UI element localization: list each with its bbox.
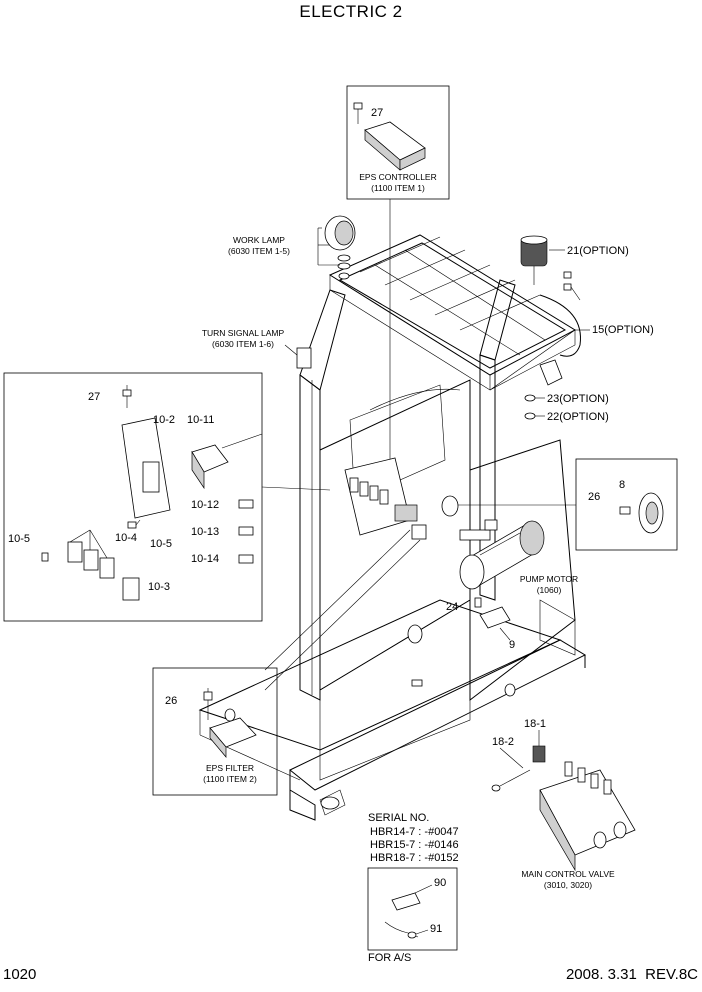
- callout-10-13: 10-13: [191, 526, 219, 538]
- fuse-10-13: [238, 526, 254, 536]
- main-control-valve: [539, 769, 636, 856]
- eps-filter-ref: (1100 ITEM 2): [203, 774, 257, 784]
- date-revision: 2008. 3.31 REV.8C: [565, 966, 698, 983]
- page-number: 1020: [3, 966, 37, 983]
- pump-motor-label: PUMP MOTOR: [520, 574, 578, 584]
- turn-signal-label: TURN SIGNAL LAMP: [202, 328, 285, 338]
- callout-24: 24: [446, 601, 458, 613]
- relay-detail-frame: [3, 372, 263, 622]
- turn-signal-lamp: [296, 347, 312, 369]
- eps-controller-ref: (1100 ITEM 1): [371, 183, 425, 193]
- callout-9: 9: [509, 639, 515, 651]
- callout-10-12: 10-12: [191, 499, 219, 511]
- horn-detail-frame: [575, 458, 678, 551]
- part-91-harness: [384, 921, 419, 938]
- callout-10-11: 10-11: [187, 414, 214, 426]
- callout-18-1: 18-1: [524, 718, 546, 730]
- electrical-panel: [264, 457, 427, 691]
- callout-21-option: 21(OPTION): [567, 245, 629, 257]
- work-lamp-group: WORK LAMP (6030 ITEM 1-5): [228, 215, 356, 280]
- eps-filter-frame: [152, 667, 278, 796]
- relay-detail-group: 27 10-2 10-11 10-12 10-13 10-14 10-4 10-…: [3, 372, 331, 622]
- turn-signal-group: TURN SIGNAL LAMP (6030 ITEM 1-6): [202, 328, 312, 369]
- for-as-label: FOR A/S: [368, 952, 411, 964]
- option-bracket: [539, 359, 563, 386]
- pump-motor-ref: (1060): [537, 585, 562, 595]
- callout-10-4: 10-4: [115, 532, 137, 544]
- serial-line-3: HBR18-7 : -#0152: [370, 852, 459, 864]
- callout-8: 8: [619, 479, 625, 491]
- part-9-plate: [479, 606, 511, 629]
- serial-heading: SERIAL NO.: [368, 812, 429, 824]
- callout-10-14: 10-14: [191, 553, 219, 565]
- callout-90: 90: [434, 877, 446, 889]
- relay-set: [41, 521, 140, 601]
- callout-26-right: 26: [588, 491, 600, 503]
- callout-18-2: 18-2: [492, 736, 514, 748]
- serial-group: SERIAL NO. HBR14-7 : -#0047 HBR15-7 : -#…: [367, 812, 459, 964]
- fuse-10-14: [238, 554, 254, 564]
- main-valve-label: MAIN CONTROL VALVE: [521, 869, 615, 879]
- work-lamp-ref: (6030 ITEM 1-5): [228, 246, 290, 256]
- callout-10-2: 10-2: [153, 414, 175, 426]
- serial-line-1: HBR14-7 : -#0047: [370, 826, 459, 838]
- callout-15-option: 15(OPTION): [592, 324, 654, 336]
- work-lamp-label: WORK LAMP: [233, 235, 285, 245]
- part-90: [391, 892, 421, 911]
- pump-motor-group: PUMP MOTOR (1060) 24 9: [446, 519, 578, 651]
- eps-controller-group: 27 EPS CONTROLLER (1100 ITEM 1): [346, 85, 450, 505]
- callout-27-left: 27: [88, 391, 100, 403]
- callout-22-option: 22(OPTION): [547, 411, 609, 423]
- serial-line-2: HBR15-7 : -#0146: [370, 839, 459, 851]
- callout-10-5-left: 10-5: [8, 533, 30, 545]
- callout-27-top: 27: [371, 107, 383, 119]
- beacon-group: 21(OPTION) 15(OPTION) 23(OPTION) 22(OPTI…: [520, 235, 654, 423]
- callout-23-option: 23(OPTION): [547, 393, 609, 405]
- callout-10-3: 10-3: [148, 581, 170, 593]
- turn-signal-ref: (6030 ITEM 1-6): [212, 339, 274, 349]
- switch-18-1: [532, 745, 546, 763]
- callout-10-5-right: 10-5: [150, 538, 172, 550]
- fuse-10-12: [238, 499, 254, 509]
- eps-controller-frame: [346, 85, 450, 200]
- horn-detail-group: 26 8: [441, 458, 678, 551]
- page-title: ELECTRIC 2: [299, 2, 403, 21]
- callout-26-left: 26: [165, 695, 177, 707]
- eps-filter-group: 26 EPS FILTER (1100 ITEM 2): [152, 667, 278, 796]
- eps-filter-label: EPS FILTER: [206, 763, 254, 773]
- callout-91: 91: [430, 923, 442, 935]
- main-valve-group: 18-1 18-2 MAIN CONTROL VALVE (3010, 3020…: [491, 718, 636, 890]
- as-kit-frame: [367, 867, 458, 951]
- main-valve-ref: (3010, 3020): [544, 880, 592, 890]
- eps-controller-label: EPS CONTROLLER: [359, 172, 436, 182]
